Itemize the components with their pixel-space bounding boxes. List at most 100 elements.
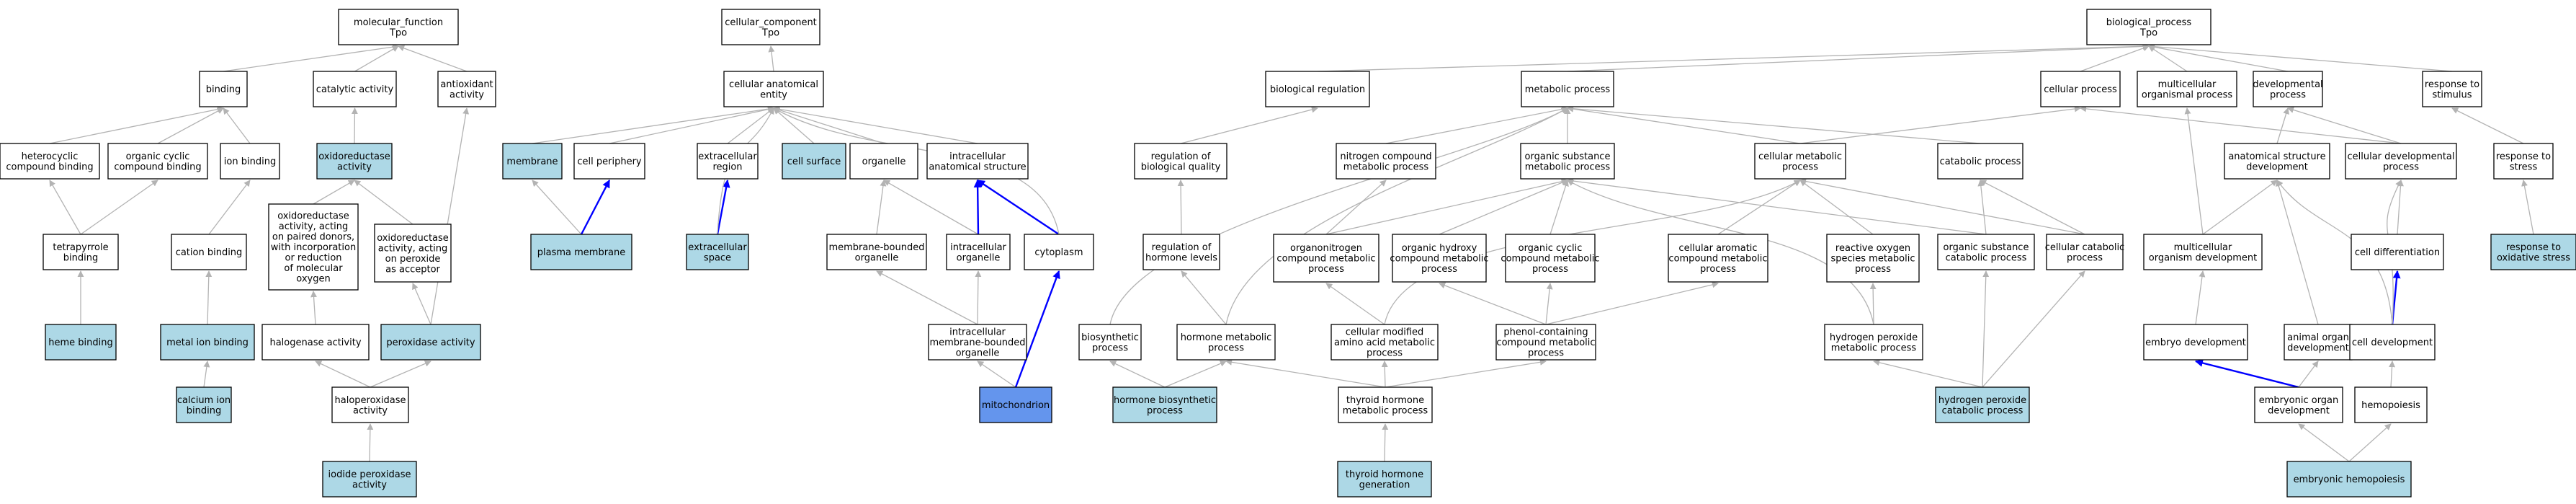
node-ion-bind[interactable]: ion binding <box>220 143 280 180</box>
edge-hemopoiesis-to-cell_dev <box>2389 361 2396 388</box>
node-organelle[interactable]: organelle <box>849 143 918 180</box>
node-box <box>1392 234 1487 283</box>
edge-embryo_organ-to-animal_organ <box>2298 361 2319 388</box>
node-label-line: oxidoreductase <box>318 151 390 162</box>
node-binding[interactable]: binding <box>199 71 248 107</box>
node-label-line: cell development <box>2352 337 2433 348</box>
node-label-line: tetrapyrrole <box>53 242 108 253</box>
node-halogenase[interactable]: halogenase activity <box>261 324 370 361</box>
node-cation-bind[interactable]: cation binding <box>171 234 247 270</box>
node-cell-dev[interactable]: cell development <box>2349 324 2436 361</box>
node-cell-surface[interactable]: cell surface <box>782 143 846 180</box>
node-label-line: intracellular <box>949 151 1006 162</box>
node-cell-diff[interactable]: cell differentiation <box>2351 234 2444 270</box>
edge-cell_dev_proc-to-dev_proc <box>2287 107 2402 144</box>
node-mito[interactable]: mitochondrion <box>979 386 1052 423</box>
node-label-line: developmental <box>2253 79 2322 90</box>
node-label-line: activity <box>352 479 387 490</box>
edge-cell_periph-to-cae <box>609 106 774 144</box>
node-label-line: halogenase activity <box>269 337 361 348</box>
node-catalytic[interactable]: catalytic activity <box>313 71 397 107</box>
node-label-line: hormone metabolic <box>1181 332 1272 343</box>
node-label-line: metabolic process <box>1343 162 1429 172</box>
node-label-line: cell differentiation <box>2355 247 2440 258</box>
node-label-line: thyroid hormone <box>1346 395 1424 406</box>
node-membrane[interactable]: membrane <box>502 143 563 180</box>
node-label-line: process <box>2067 252 2103 263</box>
node-label-line: response to <box>2496 151 2551 162</box>
edge-catalytic-to-mf <box>354 45 399 72</box>
node-plasma[interactable]: plasma membrane <box>530 234 632 270</box>
node-hemopoiesis[interactable]: hemopoiesis <box>2354 386 2428 423</box>
node-box <box>2143 324 2248 361</box>
node-label-line: activity, acting <box>279 221 349 232</box>
node-metal-ion[interactable]: metal ion binding <box>160 324 255 361</box>
edge-layer <box>49 43 2534 462</box>
node-catabolic[interactable]: catabolic process <box>1937 143 2023 180</box>
node-label-line: process <box>1421 264 1457 275</box>
node-cellular-proc[interactable]: cellular process <box>2040 71 2121 107</box>
node-peroxidase[interactable]: peroxidase activity <box>380 324 481 361</box>
node-heme[interactable]: heme binding <box>45 324 117 361</box>
node-label-line: stress <box>2510 162 2538 172</box>
node-cytoplasm[interactable]: cytoplasm <box>1024 234 1094 270</box>
edge-emb_hemo-to-embryo_organ <box>2298 423 2350 462</box>
node-embryo-dev[interactable]: embryo development <box>2143 324 2248 361</box>
node-cell-periph[interactable]: cell periphery <box>573 143 645 180</box>
node-metabolic[interactable]: metabolic process <box>1521 71 1614 107</box>
node-emb-hemo[interactable]: embryonic hemopoiesis <box>2286 461 2412 498</box>
node-bio-reg[interactable]: biological regulation <box>1265 71 1370 107</box>
